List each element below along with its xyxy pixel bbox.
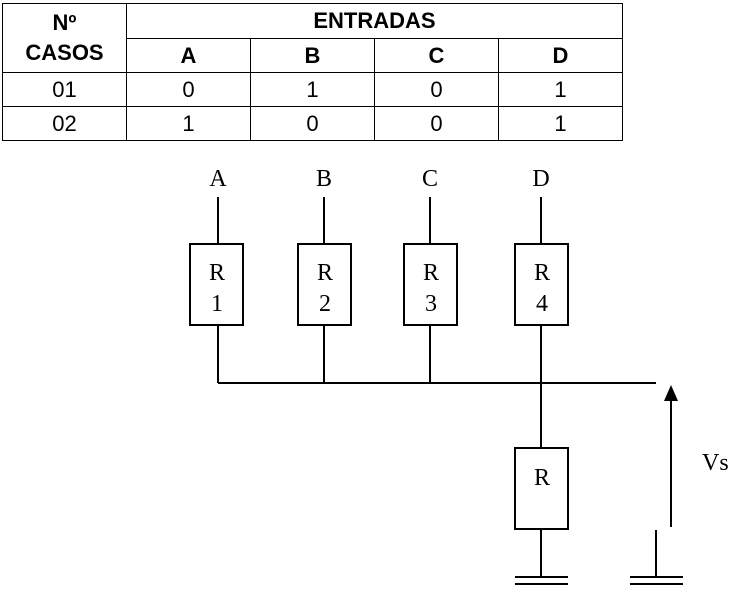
value-cell: 1	[498, 72, 623, 107]
resistor-r3-letter: R	[423, 260, 439, 286]
table-row: 02 1 0 0 1	[2, 106, 623, 141]
table-row: 01 0 1 0 1	[2, 72, 623, 107]
header-entradas: ENTRADAS	[126, 3, 623, 39]
resistor-r4-index: 4	[536, 291, 548, 317]
header-no-casos: Nº CASOS	[2, 3, 127, 73]
truth-table: Nº CASOS ENTRADAS A B C D 01 0 1 0 1 02 …	[2, 3, 623, 141]
header-no: Nº	[52, 10, 77, 35]
output-label-vs: Vs	[702, 450, 729, 476]
resistor-r1	[189, 243, 244, 326]
value-cell: 0	[126, 72, 251, 107]
resistor-r1-letter: R	[209, 260, 225, 286]
value-cell: 0	[250, 106, 375, 141]
resistor-r4-letter: R	[534, 260, 550, 286]
column-header-d: D	[498, 38, 623, 73]
vs-arrow-head	[664, 385, 678, 401]
value-cell: 1	[126, 106, 251, 141]
resistor-r1-index: 1	[211, 291, 223, 317]
input-label-c: C	[422, 166, 438, 192]
value-cell: 1	[498, 106, 623, 141]
value-cell: 1	[250, 72, 375, 107]
header-casos: CASOS	[25, 40, 104, 65]
input-label-a: A	[209, 166, 227, 192]
input-label-d: D	[532, 166, 549, 192]
resistor-r2-index: 2	[319, 291, 331, 317]
resistor-load-label: R	[534, 465, 550, 491]
caso-cell: 02	[2, 106, 127, 141]
resistor-r2-letter: R	[317, 260, 333, 286]
resistor-r3-index: 3	[425, 291, 437, 317]
value-cell: 0	[374, 106, 499, 141]
column-header-a: A	[126, 38, 251, 73]
input-label-b: B	[316, 166, 332, 192]
